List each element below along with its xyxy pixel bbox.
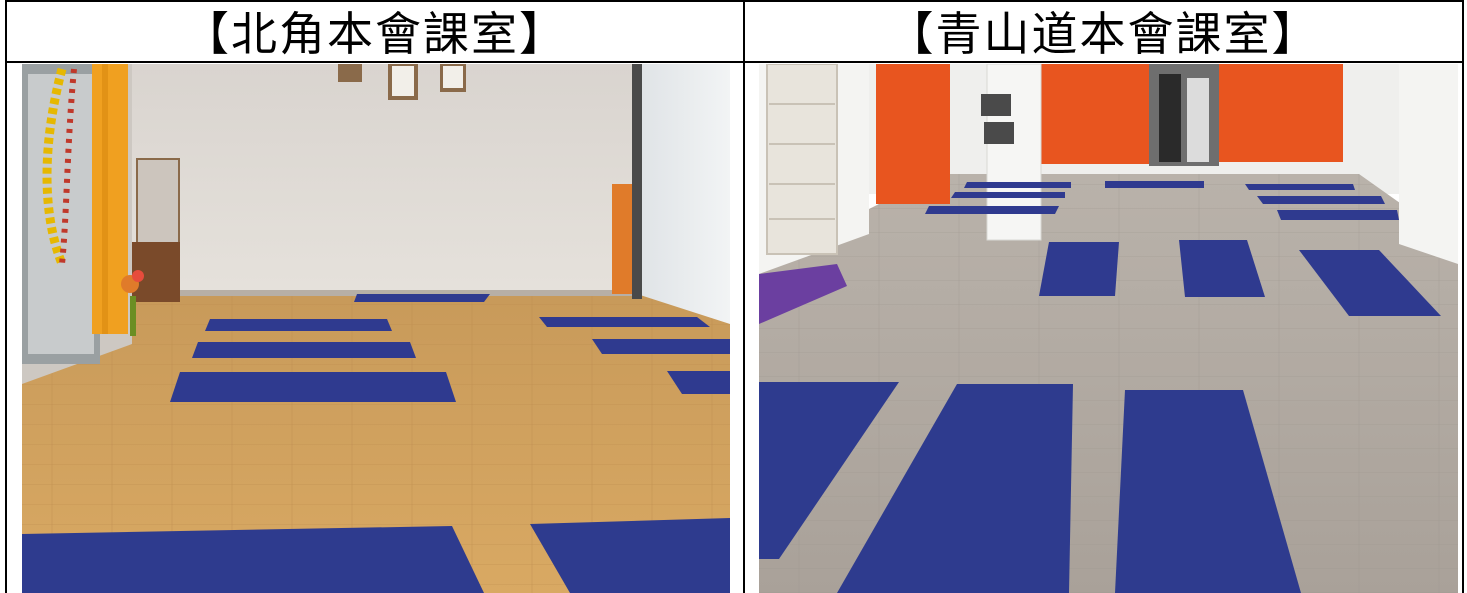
cell-title-north-point: 【北角本會課室】 xyxy=(183,7,567,61)
table-border-top xyxy=(5,0,1463,2)
table-border-header xyxy=(5,61,1463,63)
table-border-middle xyxy=(743,0,745,593)
photo-north-point-classroom xyxy=(22,64,730,593)
photo-castle-peak-road-classroom xyxy=(759,64,1458,593)
cell-title-castle-peak-road: 【青山道本會課室】 xyxy=(887,7,1320,61)
table-border-left xyxy=(5,0,7,593)
table-border-right xyxy=(1462,0,1464,593)
